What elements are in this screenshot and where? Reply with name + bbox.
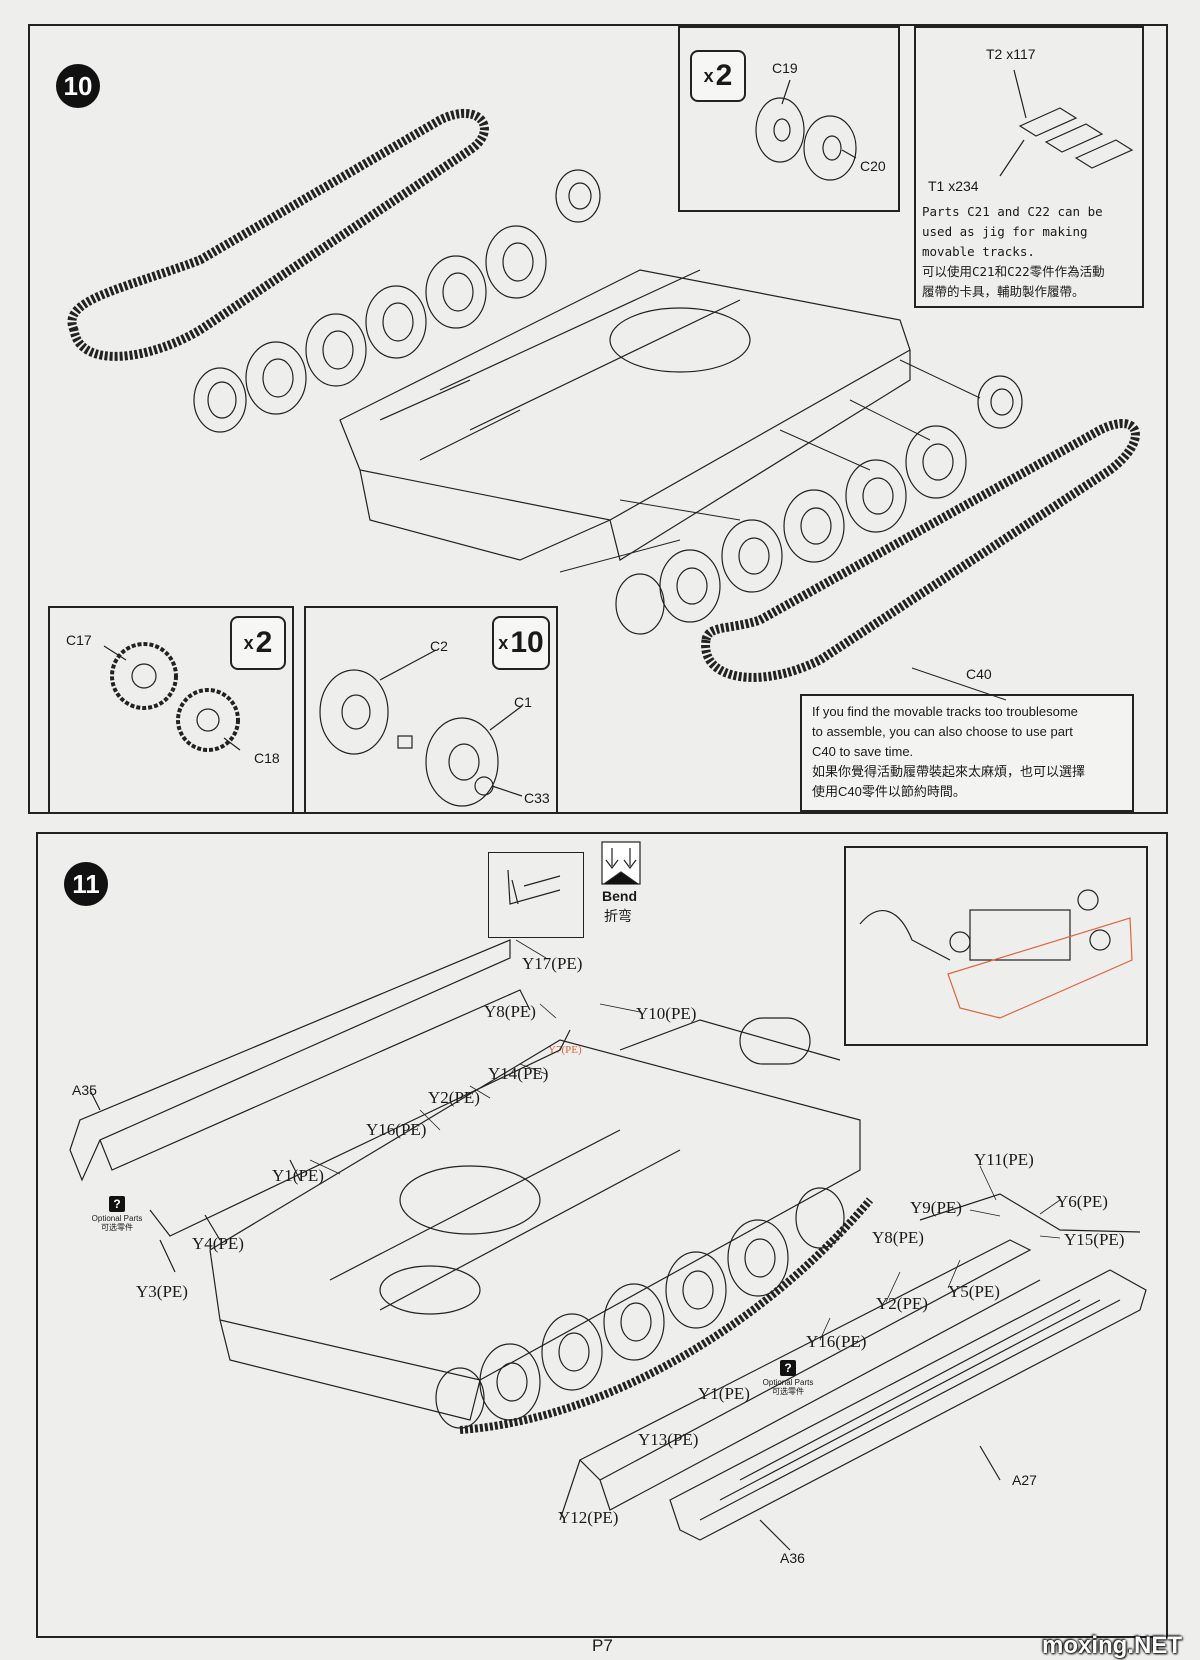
- bend-label-en: Bend: [602, 888, 637, 904]
- part-label-y2-left: Y2(PE): [428, 1088, 480, 1107]
- part-label-y6: Y6(PE): [1056, 1192, 1108, 1211]
- part-label-c20: C20: [860, 158, 886, 174]
- part-label-c40: C40: [966, 666, 992, 682]
- bend-label-zh: 折弯: [604, 908, 632, 924]
- part-label-c18: C18: [254, 750, 280, 766]
- part-label-y7: Y7(PE): [548, 1044, 582, 1056]
- bend-reference-box: [488, 852, 584, 938]
- inset-c17-c18: [48, 606, 294, 814]
- track-left: [67, 109, 489, 361]
- part-label-y12: Y12(PE): [558, 1508, 619, 1527]
- leader-lines: [309, 939, 1061, 1341]
- part-label-y15: Y15(PE): [1064, 1230, 1125, 1249]
- mudguard-a35: [69, 939, 571, 1273]
- part-label-c19: C19: [772, 60, 798, 76]
- part-label-y2-right: Y2(PE): [876, 1294, 928, 1313]
- step-11-badge: 11: [64, 862, 108, 906]
- watermark: moxing.NET: [1042, 1632, 1183, 1659]
- part-label-y10: Y10(PE): [636, 1004, 697, 1023]
- part-label-c2: C2: [430, 638, 448, 654]
- part-label-y4: Y4(PE): [192, 1234, 244, 1253]
- part-label-c33: C33: [524, 790, 550, 806]
- inset-track-links: [914, 26, 1144, 308]
- exhaust-config: [859, 889, 1133, 1019]
- inset-exhaust-config: [844, 846, 1148, 1046]
- part-label-y3: Y3(PE): [136, 1282, 188, 1301]
- road-wheels-left: [193, 169, 601, 433]
- part-label-y17: Y17(PE): [522, 954, 583, 973]
- part-label-y8-right: Y8(PE): [872, 1228, 924, 1247]
- part-label-a36: A36: [780, 1550, 805, 1566]
- part-label-a27: A27: [1012, 1472, 1037, 1488]
- part-label-y8-left: Y8(PE): [484, 1002, 536, 1021]
- page-number: P7: [592, 1636, 613, 1655]
- road-wheels-right: [615, 375, 1023, 635]
- step-10-frame: [28, 24, 1168, 814]
- bend-icon: [507, 841, 641, 905]
- part-label-y9: Y9(PE): [910, 1198, 962, 1217]
- optional-parts-mark-left: ? Optional Parts 可选零件: [91, 1196, 143, 1232]
- part-label-t1: T1 x234: [928, 178, 979, 194]
- part-label-y16-left: Y16(PE): [366, 1120, 427, 1139]
- part-label-y11: Y11(PE): [974, 1150, 1034, 1169]
- side-skirt-a27: [669, 1269, 1147, 1551]
- part-label-y1-right: Y1(PE): [698, 1384, 750, 1403]
- part-label-a35: A35: [72, 1082, 97, 1098]
- part-label-c1: C1: [514, 694, 532, 710]
- optional-parts-mark-right: ? Optional Parts 可选零件: [762, 1360, 814, 1396]
- c40-alternative-note: If you find the movable tracks too troub…: [800, 694, 1134, 812]
- step-11-frame: [36, 832, 1168, 1638]
- road-wheels-step11: [435, 1187, 874, 1434]
- track-link-parts: [999, 69, 1134, 177]
- assembly-arrows: [559, 359, 1007, 701]
- track-jig-note: Parts C21 and C22 can be used as jig for…: [922, 204, 1105, 299]
- inset-c19-c20: [678, 26, 900, 212]
- hull-body-step11: [209, 1017, 861, 1421]
- track-right: [701, 419, 1140, 682]
- inset-c1-c2: [304, 606, 558, 814]
- part-label-t2: T2 x117: [986, 46, 1036, 62]
- step-10-badge: 10: [56, 64, 100, 108]
- part-label-c17: C17: [66, 632, 92, 648]
- mudguard-right: [559, 1193, 1141, 1521]
- hull-body-step10: [339, 269, 911, 561]
